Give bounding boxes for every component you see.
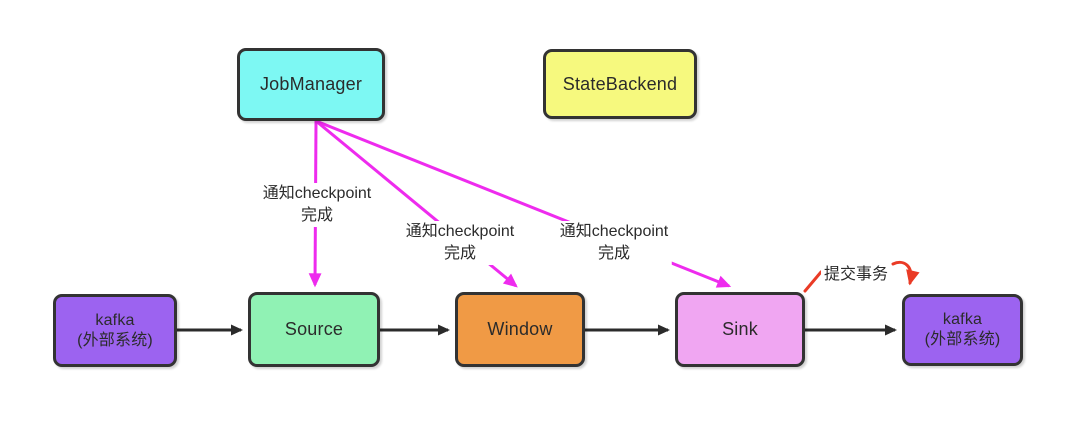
- node-label: Window: [487, 319, 553, 340]
- label-notify-checkpoint-window: 通知checkpoint 完成: [402, 221, 518, 265]
- commit-arrow-tail: [803, 270, 823, 293]
- node-label: StateBackend: [562, 73, 678, 94]
- label-line: 提交事务: [823, 266, 889, 283]
- label-commit-transaction: 提交事务: [820, 264, 892, 286]
- commit-arrow-head: [891, 260, 920, 286]
- node-label: kafka: [942, 311, 983, 328]
- node-window: Window: [455, 292, 585, 367]
- node-label: Source: [284, 319, 344, 340]
- node-sublabel: (外部系统): [924, 331, 1001, 348]
- label-line: 完成: [300, 207, 333, 224]
- label-line: 通知checkpoint: [559, 223, 669, 240]
- node-jobmanager: JobManager: [237, 48, 385, 121]
- node-label: Sink: [722, 319, 758, 340]
- node-kafka-external-left: kafka (外部系统): [53, 294, 177, 367]
- label-notify-checkpoint-sink: 通知checkpoint 完成: [556, 221, 672, 265]
- label-line: 完成: [443, 245, 476, 262]
- node-sink: Sink: [675, 292, 805, 367]
- node-source: Source: [248, 292, 380, 367]
- node-kafka-external-right: kafka (外部系统): [902, 294, 1023, 366]
- node-sublabel: (外部系统): [77, 331, 153, 349]
- label-notify-checkpoint-source: 通知checkpoint 完成: [259, 183, 375, 227]
- node-label: kafka: [95, 311, 135, 329]
- label-line: 通知checkpoint: [262, 185, 372, 202]
- label-line: 完成: [597, 245, 630, 262]
- node-statebackend: StateBackend: [543, 49, 697, 119]
- node-label: JobManager: [259, 74, 363, 95]
- label-line: 通知checkpoint: [405, 223, 515, 240]
